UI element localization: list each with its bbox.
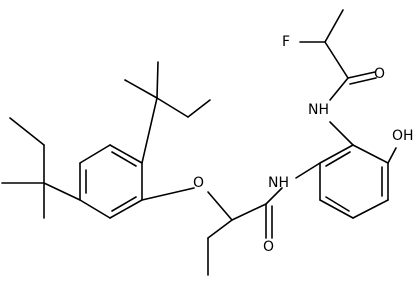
- ether-oxygen-label: O: [193, 175, 204, 191]
- right-benzene-ring: [319, 144, 397, 219]
- fluoropropanamide-chain: [299, 9, 377, 146]
- left-benzene-ring: [79, 144, 143, 219]
- carbonyl-oxygen-top-label: O: [374, 66, 385, 82]
- ether-butanamide-chain: [141, 162, 321, 276]
- carbonyl-oxygen-bottom-label: O: [263, 239, 274, 255]
- amide-nh-top-label: NH: [308, 102, 329, 118]
- upper-tert-pentyl-group: [124, 61, 211, 164]
- left-tert-pentyl-group: [1, 117, 81, 219]
- fluorine-atom-label: F: [282, 34, 290, 50]
- amide-nh-middle-label: NH: [268, 175, 289, 191]
- hydroxyl-label: OH: [392, 128, 414, 144]
